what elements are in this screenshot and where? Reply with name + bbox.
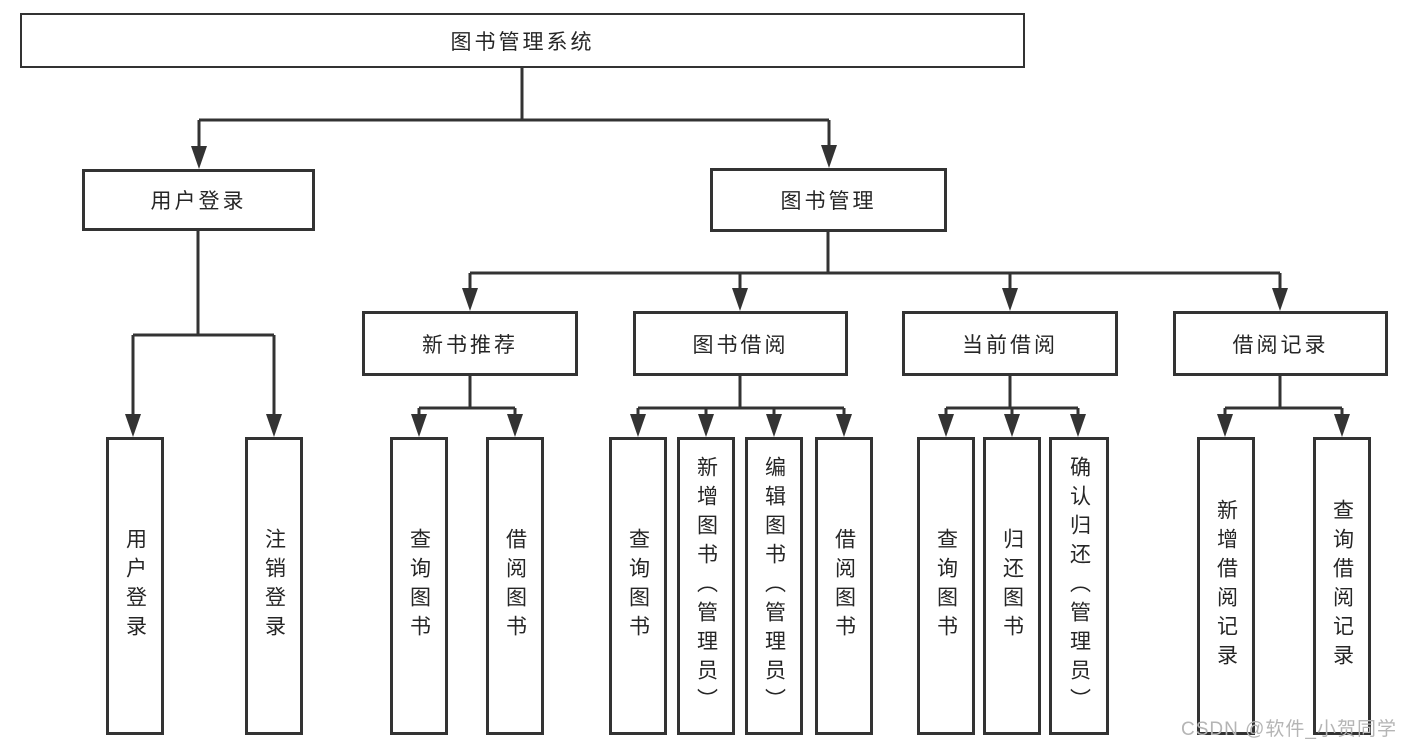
leaf-return-books: 归还图书 [983,437,1041,735]
leaf-borrow-books-2: 借阅图书 [815,437,873,735]
arrow-down-icon [507,414,523,437]
node-current-borrow: 当前借阅 [902,311,1118,376]
leaf-add-books-admin: 新增图书（管理员） [677,437,735,735]
node-new-book-recommend: 新书推荐 [362,311,578,376]
leaf-query-books-3: 查询图书 [917,437,975,735]
leaf-query-books-1: 查询图书 [390,437,448,735]
leaf-label: 编辑图书（管理员） [762,455,786,717]
leaf-add-borrow-record: 新增借阅记录 [1197,437,1255,735]
arrow-down-icon [630,414,646,437]
arrow-down-icon [191,146,207,169]
node-user-login: 用户登录 [82,169,315,231]
arrow-down-icon [698,414,714,437]
arrow-down-icon [766,414,782,437]
leaf-label: 查询图书 [407,528,431,644]
leaf-label: 借阅图书 [503,528,527,644]
leaf-query-books-2: 查询图书 [609,437,667,735]
leaf-label: 查询图书 [934,528,958,644]
leaf-label: 注销登录 [262,528,286,644]
arrow-down-icon [411,414,427,437]
arrow-down-icon [266,414,282,437]
connector-paths [131,68,1344,414]
arrow-down-icon [125,414,141,437]
leaf-confirm-return-admin: 确认归还（管理员） [1049,437,1109,735]
csdn-watermark: CSDN @软件_小贺同学 [1181,719,1397,740]
leaf-label: 归还图书 [1000,528,1024,644]
arrow-down-icon [1004,414,1020,437]
arrow-down-icon [732,288,748,311]
leaf-label: 确认归还（管理员） [1067,455,1091,717]
arrow-down-icon [462,288,478,311]
node-borrow-records: 借阅记录 [1173,311,1388,376]
arrow-down-icon [1272,288,1288,311]
node-book-borrow: 图书借阅 [633,311,848,376]
leaf-label: 查询图书 [626,528,650,644]
leaf-label: 用户登录 [123,528,147,644]
leaf-label: 借阅图书 [832,528,856,644]
node-book-management: 图书管理 [710,168,947,232]
leaf-query-borrow-record: 查询借阅记录 [1313,437,1371,735]
leaf-label: 查询借阅记录 [1330,499,1354,673]
arrow-down-icon [821,145,837,168]
arrow-down-icon [836,414,852,437]
arrow-down-icon [1217,414,1233,437]
root-node-library-system: 图书管理系统 [20,13,1025,68]
leaf-edit-books-admin: 编辑图书（管理员） [745,437,803,735]
arrow-down-icon [938,414,954,437]
leaf-borrow-books-1: 借阅图书 [486,437,544,735]
leaf-user-login: 用户登录 [106,437,164,735]
arrow-down-icon [1334,414,1350,437]
arrow-down-icon [1070,414,1086,437]
arrowheads [125,145,1350,437]
leaf-logout: 注销登录 [245,437,303,735]
arrow-down-icon [1002,288,1018,311]
leaf-label: 新增图书（管理员） [694,455,718,717]
leaf-label: 新增借阅记录 [1214,499,1238,673]
